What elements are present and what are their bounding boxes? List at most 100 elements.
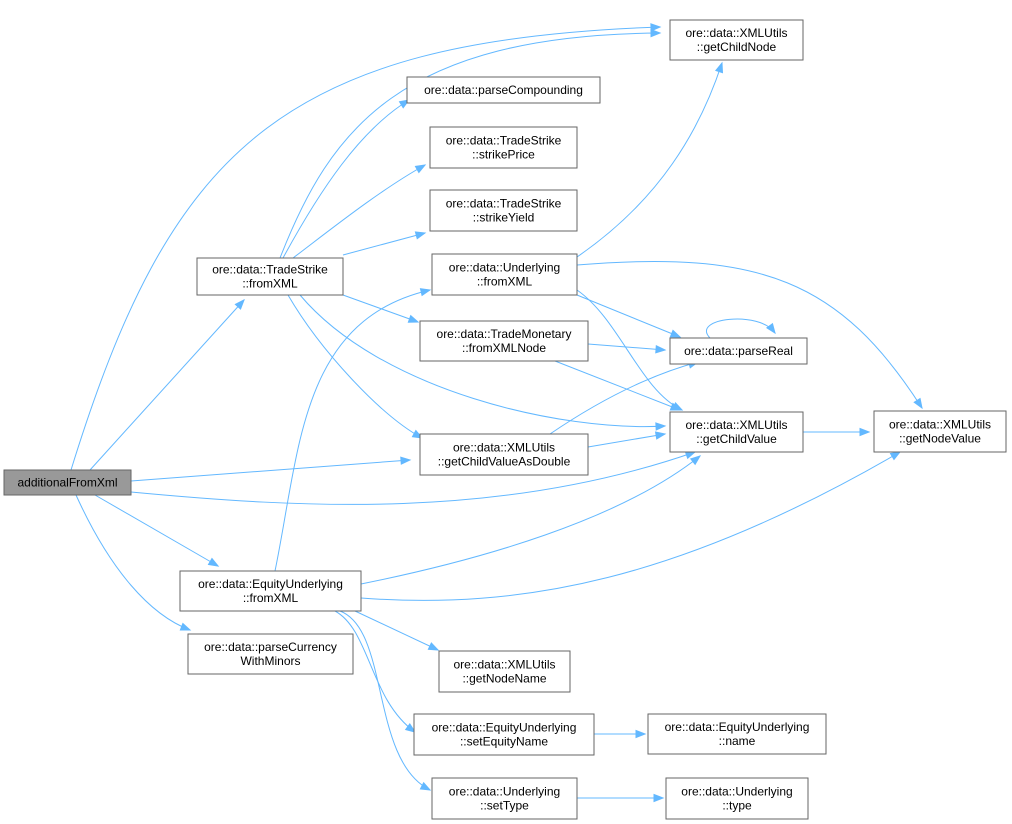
- node-label-line: ::getChildNode: [697, 40, 777, 54]
- node-ore-data-parsereal[interactable]: ore::data::parseReal: [669, 337, 808, 365]
- node-ore-data-xmlutils-getchildnode[interactable]: ore::data::XMLUtils::getChildNode: [669, 19, 804, 61]
- edge-n11-to-n12: [587, 431, 667, 448]
- node-ore-data-xmlutils-getchildvalueasdouble[interactable]: ore::data::XMLUtils::getChildValueAsDoub…: [419, 433, 589, 476]
- edge-arrowhead: [400, 456, 412, 465]
- node-label-line: ore::data::parseCurrency: [204, 640, 337, 654]
- edge-line: [287, 294, 423, 439]
- edge-line: [342, 232, 426, 256]
- edge-arrowhead: [669, 329, 682, 338]
- edge-line: [576, 289, 683, 411]
- edge-line: [360, 455, 701, 585]
- edge-arrowhead: [765, 322, 776, 335]
- edge-arrowhead: [913, 397, 923, 410]
- node-box: [669, 337, 808, 365]
- node-ore-data-equityunderlying-fromxml[interactable]: ore::data::EquityUnderlying::fromXML: [179, 570, 362, 612]
- edge-n2-to-n17: [339, 610, 432, 791]
- edge-line: [360, 451, 901, 601]
- node-label-line: WithMinors: [240, 654, 300, 668]
- node-ore-data-equityunderlying-setequityname[interactable]: ore::data::EquityUnderlying::setEquityNa…: [413, 713, 595, 756]
- node-box: [438, 650, 571, 693]
- node-box: [196, 257, 344, 296]
- node-label-line: ore::data::TradeStrike: [446, 134, 562, 148]
- node-label-line: ore::data::Underlying: [449, 785, 560, 799]
- node-label-line: ore::data::EquityUnderlying: [665, 720, 810, 734]
- edge-arrowhead: [714, 61, 724, 74]
- node-ore-data-tradestrike-strikeprice[interactable]: ore::data::TradeStrike::strikePrice: [429, 126, 578, 169]
- edge-line: [576, 260, 923, 409]
- edge-arrowhead: [650, 28, 662, 38]
- edge-n2-to-n8: [274, 288, 432, 572]
- node-box: [179, 570, 362, 612]
- edge-line: [292, 164, 426, 259]
- edge-arrowhead: [655, 422, 667, 431]
- node-label-line: ::fromXMLNode: [462, 341, 546, 355]
- edge-n9-to-n10: [587, 343, 667, 354]
- edge-line: [130, 451, 696, 505]
- node-ore-data-underlying-type[interactable]: ore::data::Underlying::type: [665, 777, 809, 820]
- node-label-line: ::strikeYield: [473, 211, 535, 225]
- edge-line: [587, 433, 666, 448]
- edge-arrowhead: [655, 345, 667, 354]
- edge-arrowhead: [419, 288, 432, 297]
- node-label-line: ore::data::XMLUtils: [453, 658, 555, 672]
- edge-n2-to-n14: [354, 610, 440, 651]
- node-ore-data-underlying-settype[interactable]: ore::data::Underlying::setType: [431, 777, 578, 820]
- node-ore-data-xmlutils-getchildvalue[interactable]: ore::data::XMLUtils::getChildValue: [669, 411, 804, 453]
- edge-arrowhead: [653, 793, 665, 803]
- edge-n0-to-n4: [70, 23, 662, 471]
- node-label-line: ::fromXML: [243, 591, 299, 605]
- edge-line: [274, 289, 431, 572]
- node-label-line: ::getNodeValue: [899, 432, 981, 446]
- edge-n0-to-n1: [89, 298, 245, 471]
- edge-n0-to-n11: [130, 456, 412, 482]
- edge-line: [354, 610, 439, 651]
- node-label-line: ::getNodeName: [462, 672, 546, 686]
- node-ore-data-parsecompounding[interactable]: ore::data::parseCompounding: [406, 76, 601, 104]
- edge-arrowhead: [689, 455, 702, 466]
- edge-arrowhead: [669, 402, 682, 411]
- edge-arrowhead: [635, 729, 647, 739]
- node-box: [431, 253, 578, 296]
- edge-n1-to-n4: [279, 28, 662, 259]
- edge-n0-to-n12: [130, 451, 697, 505]
- edge-arrowhead: [404, 722, 417, 733]
- edge-n2-to-n12: [360, 455, 702, 585]
- node-ore-data-trademonetary-fromxmlnode[interactable]: ore::data::TradeMonetary::fromXMLNode: [419, 320, 589, 362]
- node-box: [647, 713, 827, 755]
- edge-line: [339, 610, 431, 791]
- node-label-line: additionalFromXml: [17, 476, 117, 490]
- node-label-line: ore::data::Underlying: [681, 785, 792, 799]
- node-ore-data-xmlutils-getnodevalue[interactable]: ore::data::XMLUtils::getNodeValue: [873, 410, 1007, 453]
- node-additionalfromxml[interactable]: additionalFromXml: [3, 469, 132, 496]
- node-label-line: ore::data::EquityUnderlying: [432, 721, 577, 735]
- node-ore-data-tradestrike-fromxml[interactable]: ore::data::TradeStrike::fromXML: [196, 257, 344, 296]
- edge-line: [587, 343, 666, 351]
- edge-n17-to-n18: [577, 793, 665, 803]
- edge-n1-to-n6: [292, 164, 427, 259]
- edge-n9-to-n12: [554, 360, 682, 411]
- edge-line: [89, 299, 245, 471]
- node-label-line: ::strikePrice: [472, 148, 535, 162]
- node-label-line: ore::data::Underlying: [449, 261, 560, 275]
- edge-n1-to-n5: [282, 99, 411, 259]
- node-ore-data-equityunderlying-name[interactable]: ore::data::EquityUnderlying::name: [647, 713, 827, 755]
- node-label-line: ore::data::XMLUtils: [453, 441, 555, 455]
- edge-arrowhead: [654, 431, 667, 440]
- node-ore-data-underlying-fromxml[interactable]: ore::data::Underlying::fromXML: [431, 253, 578, 296]
- node-box: [419, 433, 589, 476]
- node-ore-data-tradestrike-strikeyield[interactable]: ore::data::TradeStrike::strikeYield: [429, 189, 578, 232]
- node-box: [873, 410, 1007, 453]
- edge-arrowhead: [889, 451, 902, 461]
- edge-line: [279, 32, 661, 259]
- edge-n1-to-n12: [299, 294, 667, 431]
- edge-arrowhead: [427, 642, 440, 651]
- edge-arrowhead: [650, 23, 662, 32]
- edge-line: [334, 610, 416, 733]
- edge-arrowhead: [414, 231, 427, 240]
- edge-line: [94, 494, 219, 567]
- edge-n2-to-n13: [360, 451, 902, 601]
- node-box: [3, 469, 132, 496]
- node-ore-data-xmlutils-getnodename[interactable]: ore::data::XMLUtils::getNodeName: [438, 650, 571, 693]
